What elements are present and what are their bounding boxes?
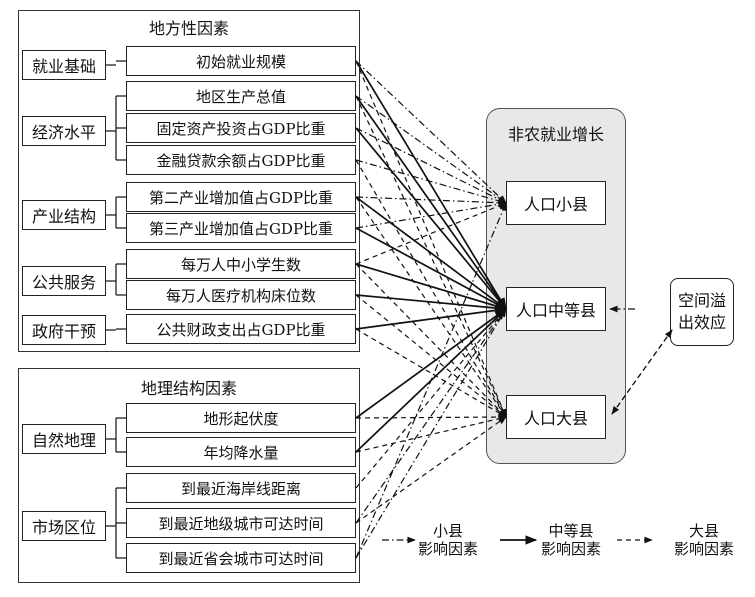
factor-secondary-industry: 第二产业增加值占GDP比重 xyxy=(126,182,356,212)
influence-arrow-f0-small xyxy=(355,60,507,204)
influence-arrow-g0-medium xyxy=(355,308,507,419)
factor-tertiary-industry: 第三产业增加值占GDP比重 xyxy=(126,213,356,243)
factor-fiscal-expenditure: 公共财政支出占GDP比重 xyxy=(126,314,356,344)
factor-fixed-investment: 固定资产投资占GDP比重 xyxy=(126,113,356,143)
spillover-line-2: 出效应 xyxy=(677,313,726,332)
influence-arrow-g4-small xyxy=(355,202,507,559)
influence-arrow-f5-medium xyxy=(355,227,508,310)
factor-hospital-beds-per-10k: 每万人医疗机构床位数 xyxy=(126,280,356,310)
factor-coast-distance: 到最近海岸线距离 xyxy=(126,473,356,503)
county-small: 人口小县 xyxy=(506,181,606,225)
influence-arrow-f1-small xyxy=(355,95,507,204)
outcome-title: 非农就业增长 xyxy=(507,125,604,144)
influence-arrow-g0-large xyxy=(355,413,507,421)
influence-arrow-g3-large xyxy=(355,416,507,524)
legend-medium-label: 中等县影响因素 xyxy=(540,522,601,558)
category-public-services: 公共服务 xyxy=(22,266,106,296)
influence-arrow-f8-large xyxy=(355,328,507,418)
influence-arrow-f8-medium xyxy=(355,305,508,330)
factor-provincial-capital-time: 到最近省会城市可达时间 xyxy=(126,543,356,573)
category-government-intervention: 政府干预 xyxy=(22,315,106,345)
influence-arrow-f4-small xyxy=(355,196,507,207)
spatial-spillover-box: 空间溢 出效应 xyxy=(670,278,734,346)
local-factors-title: 地方性因素 xyxy=(148,19,229,38)
category-economic-level: 经济水平 xyxy=(22,116,106,146)
county-large: 人口大县 xyxy=(506,395,606,439)
factor-gdp: 地区生产总值 xyxy=(126,81,356,111)
category-industrial-structure: 产业结构 xyxy=(22,200,106,230)
influence-arrow-f2-medium xyxy=(355,127,507,310)
influence-arrow-g2-medium xyxy=(355,308,507,489)
category-natural-geography: 自然地理 xyxy=(22,424,106,454)
influence-arrow-g3-medium xyxy=(355,308,507,524)
factor-initial-employment: 初始就业规模 xyxy=(126,46,356,76)
legend-large-label: 大县影响因素 xyxy=(673,522,734,558)
geographic-factors-title: 地理结构因素 xyxy=(140,379,237,398)
county-medium: 人口中等县 xyxy=(506,287,606,331)
category-market-location: 市场区位 xyxy=(22,511,106,541)
legend-small-label: 小县影响因素 xyxy=(417,522,478,558)
influence-arrow-f0-medium xyxy=(355,60,507,311)
factor-students-per-10k: 每万人中小学生数 xyxy=(126,249,356,279)
influence-arrow-f7-medium xyxy=(355,294,508,313)
category-employment-base: 就业基础 xyxy=(22,50,106,80)
influence-arrow-f5-small xyxy=(355,200,507,229)
spillover-line-1: 空间溢 xyxy=(677,291,726,310)
influence-arrow-g1-large xyxy=(355,415,507,453)
influence-arrow-f3-large xyxy=(355,159,507,418)
influence-arrow-f1-large xyxy=(355,95,507,418)
influence-arrow-g4-medium xyxy=(355,308,507,559)
spillover-arrow-back xyxy=(611,329,673,415)
factor-terrain-relief: 地形起伏度 xyxy=(126,403,356,433)
factor-annual-precipitation: 年均降水量 xyxy=(126,437,356,467)
factor-financial-loans: 金融贷款余额占GDP比重 xyxy=(126,145,356,175)
influence-arrow-f3-small xyxy=(355,159,507,205)
influence-arrow-f0-large xyxy=(355,60,507,418)
influence-arrow-f6-small xyxy=(355,202,507,265)
influence-arrow-f1-medium xyxy=(355,95,507,310)
factor-prefecture-city-time: 到最近地级城市可达时间 xyxy=(126,508,356,538)
spillover-arrow-large xyxy=(611,329,673,415)
influence-arrow-f4-medium xyxy=(355,196,507,310)
influence-arrow-f6-medium xyxy=(355,263,508,311)
influence-arrow-f7-large xyxy=(355,294,507,418)
influence-arrow-f2-small xyxy=(355,127,507,204)
